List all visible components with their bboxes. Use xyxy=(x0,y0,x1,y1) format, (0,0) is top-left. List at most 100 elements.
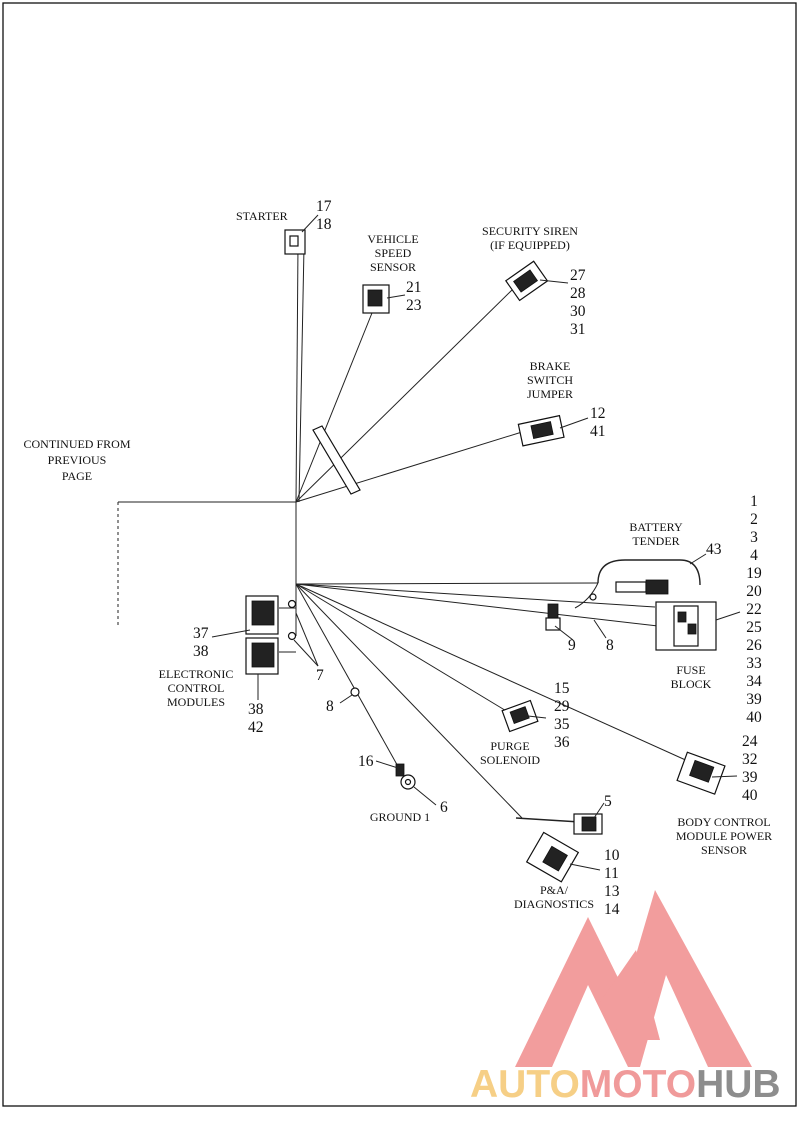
label-bcm-2: MODULE POWER xyxy=(676,829,772,843)
starter-connector xyxy=(284,229,306,255)
wire-tender-drop xyxy=(574,582,599,609)
vss-connector-terminals xyxy=(367,289,383,307)
callout-clip-9: 9 xyxy=(568,637,576,654)
label-purge-2: SOLENOID xyxy=(480,753,540,767)
ecm-clip-upper xyxy=(287,599,297,609)
callout-vss-1: 23 xyxy=(406,297,422,314)
purge-connector-terminals xyxy=(509,706,530,724)
callout-fuse-3: 4 xyxy=(750,547,758,564)
wire-purge xyxy=(295,583,509,713)
leader-ground-6 xyxy=(413,786,437,806)
callout-ground-16: 16 xyxy=(358,753,374,770)
callout-numbers: 17 18 21 23 27 28 30 31 12 41 1 2 3 4 19… xyxy=(193,198,762,918)
leader-bcm xyxy=(711,775,738,778)
logo-cutout-left xyxy=(552,985,628,1067)
pa-wire-stub xyxy=(515,817,581,823)
callout-bcm-3: 40 xyxy=(742,787,758,804)
callout-fuse-8: 26 xyxy=(746,637,762,654)
callout-bcm-2: 39 xyxy=(742,769,758,786)
label-battery-1: BATTERY xyxy=(629,520,683,534)
clip-9-body xyxy=(547,603,559,619)
label-starter: STARTER xyxy=(236,209,288,223)
leader-starter xyxy=(301,214,319,233)
label-vss-2: SPEED xyxy=(375,246,412,260)
starter-connector-slot xyxy=(289,235,299,247)
label-pa-2: DIAGNOSTICS xyxy=(514,897,594,911)
leader-purge xyxy=(527,715,547,719)
leader-ecm-upper xyxy=(211,629,251,638)
label-continued-2: PREVIOUS xyxy=(48,453,107,467)
bcm-connector xyxy=(676,751,726,795)
watermark-auto: AUTO xyxy=(470,1063,580,1106)
leader-ground-16 xyxy=(375,760,399,769)
callout-fuse-0: 1 xyxy=(750,493,758,510)
ecm-lower xyxy=(245,637,279,675)
callout-ground-6: 6 xyxy=(440,799,448,816)
callout-battery-tender: 43 xyxy=(706,541,722,558)
label-continued-3: PAGE xyxy=(62,469,92,483)
callout-ecm-lower-1: 42 xyxy=(248,719,264,736)
callout-siren-1: 28 xyxy=(570,285,586,302)
callout-pa-1: 11 xyxy=(604,865,619,882)
label-bcm-1: BODY CONTROL xyxy=(677,815,770,829)
wire-siren xyxy=(295,289,513,503)
logo-center-bar xyxy=(598,950,660,1040)
ground-ring-hole xyxy=(404,778,412,786)
callout-purge-0: 15 xyxy=(554,680,570,697)
label-ground: GROUND 1 xyxy=(370,810,430,824)
leader-fuse xyxy=(715,611,741,621)
callout-pa-2: 13 xyxy=(604,883,620,900)
page-frame xyxy=(2,2,797,1107)
callout-fuse-4: 19 xyxy=(746,565,762,582)
leader-siren xyxy=(539,279,569,284)
siren-connector-terminals xyxy=(513,269,539,293)
callout-siren-0: 27 xyxy=(570,267,586,284)
label-brake-2: SWITCH xyxy=(527,373,573,387)
callout-fuse-1: 2 xyxy=(750,511,758,528)
callout-pa-3: 14 xyxy=(604,901,620,918)
leader-pa xyxy=(569,863,601,871)
ecm-upper-pins xyxy=(251,600,275,626)
clip-9 xyxy=(545,603,561,631)
callout-fuse-6: 22 xyxy=(746,601,762,618)
callout-fuse-12: 40 xyxy=(746,709,762,726)
label-purge-1: PURGE xyxy=(490,739,529,753)
leader-brake xyxy=(559,417,589,429)
callout-purge-2: 35 xyxy=(554,716,570,733)
fuse-block-fuse-b xyxy=(687,623,697,635)
callout-fuse-2: 3 xyxy=(750,529,758,546)
callout-ecm-upper-1: 38 xyxy=(193,643,209,660)
wire-fuse-feed-a xyxy=(295,583,656,608)
wire-brake xyxy=(295,431,523,503)
label-ecm-3: MODULES xyxy=(167,695,225,709)
label-ecm-2: CONTROL xyxy=(168,681,225,695)
callout-bcm-1: 32 xyxy=(742,751,758,768)
callout-starter-1: 18 xyxy=(316,216,332,233)
wire-pa-diag xyxy=(295,583,523,819)
watermark-text: AUTOMOTOHUB xyxy=(470,1063,781,1106)
callout-fuse-11: 39 xyxy=(746,691,762,708)
clip-8-right xyxy=(589,593,597,601)
wire-tender-feed xyxy=(295,582,599,585)
label-siren-1: SECURITY SIREN xyxy=(482,224,578,238)
pa-connector-terminals xyxy=(542,845,568,872)
ground-terminal xyxy=(395,763,416,790)
ground-crimp xyxy=(395,763,405,777)
harness-wires xyxy=(117,243,701,819)
harness-tape-band xyxy=(312,425,361,495)
callout-vss-0: 21 xyxy=(406,279,422,296)
watermark-moto: MOTO xyxy=(580,1063,696,1106)
callout-pa-5: 5 xyxy=(604,793,612,810)
label-battery-2: TENDER xyxy=(632,534,679,548)
callout-clip-8-left: 8 xyxy=(326,698,334,715)
wire-starter-a xyxy=(295,243,299,503)
pa-diag-connectors xyxy=(515,813,603,883)
label-pa-1: P&A/ xyxy=(540,883,569,897)
brake-connector xyxy=(517,414,565,447)
fuse-block-fuse-a xyxy=(677,611,687,623)
label-brake-1: BRAKE xyxy=(530,359,571,373)
callout-siren-3: 31 xyxy=(570,321,586,338)
tender-cap xyxy=(645,579,669,595)
callout-siren-2: 30 xyxy=(570,303,586,320)
battery-tender-connector xyxy=(615,579,669,595)
